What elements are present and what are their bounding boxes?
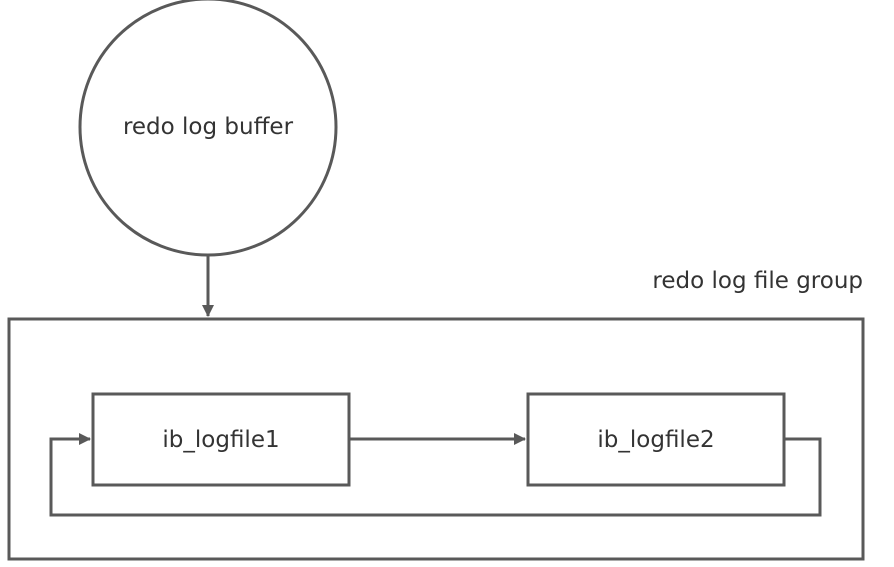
ib-logfile1-label: ib_logfile1 — [162, 427, 280, 453]
redo-log-buffer-label: redo log buffer — [122, 114, 294, 140]
ib-logfile2-label: ib_logfile2 — [597, 427, 715, 453]
logfile2-to-logfile1-loop-arrow — [49, 433, 822, 517]
redo-log-file-group-label: redo log file group — [652, 268, 863, 294]
redo-log-file-group-container — [7, 317, 865, 561]
